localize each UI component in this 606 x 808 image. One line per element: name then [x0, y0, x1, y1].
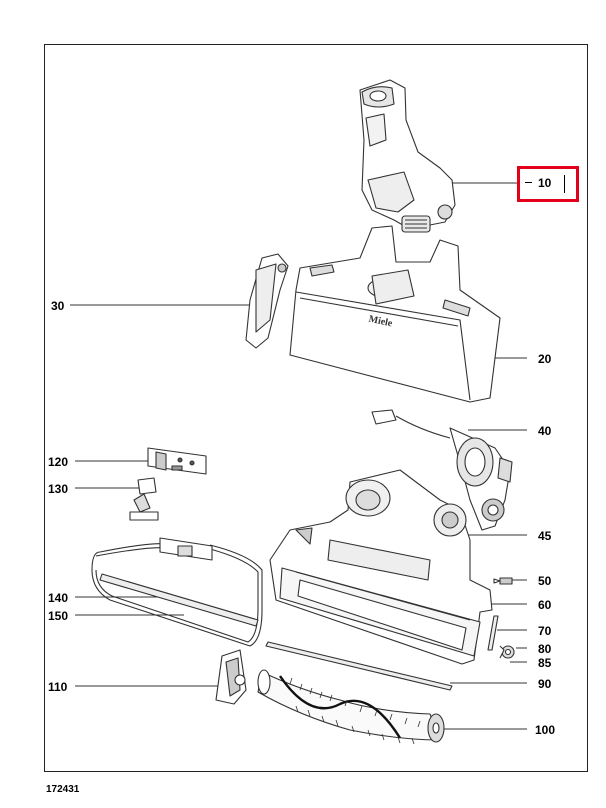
part-30-side-clip — [245, 253, 289, 349]
part-40-motor-gear-assembly — [371, 409, 513, 531]
part-10-swivel-neck — [359, 79, 456, 233]
highlight-bar — [564, 175, 565, 193]
part-label-10: 10 — [538, 176, 552, 190]
part-label-130[interactable]: 130 — [48, 482, 69, 496]
part-label-50[interactable]: 50 — [538, 574, 552, 588]
part-130-sensor — [129, 477, 159, 521]
part-100-brush-roll — [257, 669, 445, 745]
drawing-number: 172431 — [46, 784, 80, 795]
part-label-20[interactable]: 20 — [538, 352, 552, 366]
part-150-strip — [99, 573, 259, 627]
part-label-110[interactable]: 110 — [48, 680, 68, 694]
part-80-85-end-caps — [499, 645, 515, 659]
part-label-100[interactable]: 100 — [535, 723, 556, 737]
highlighted-part-10-box[interactable]: 10 — [517, 166, 579, 202]
brand-mark-text: Miele — [368, 314, 394, 330]
part-label-120[interactable]: 120 — [48, 455, 69, 469]
part-110-end-bracket — [215, 649, 247, 705]
part-label-90[interactable]: 90 — [538, 677, 552, 691]
part-label-80[interactable]: 80 — [538, 642, 552, 656]
part-90-rod — [265, 641, 453, 691]
part-50-screw — [493, 577, 513, 585]
highlight-tick — [525, 182, 532, 183]
part-label-30[interactable]: 30 — [51, 299, 65, 313]
diagram-frame — [44, 44, 588, 772]
part-120-circuit-board — [147, 447, 207, 475]
part-label-85[interactable]: 85 — [538, 656, 552, 670]
part-label-40[interactable]: 40 — [538, 424, 552, 438]
part-label-70[interactable]: 70 — [538, 624, 552, 638]
part-140-cable-harness — [91, 537, 263, 647]
part-label-60[interactable]: 60 — [538, 598, 552, 612]
part-45-lower-housing — [269, 469, 493, 665]
part-label-140[interactable]: 140 — [48, 591, 69, 605]
part-label-150[interactable]: 150 — [48, 609, 69, 623]
part-20-top-cover — [289, 225, 501, 403]
part-70-pin — [487, 615, 499, 651]
part-label-45[interactable]: 45 — [538, 529, 552, 543]
